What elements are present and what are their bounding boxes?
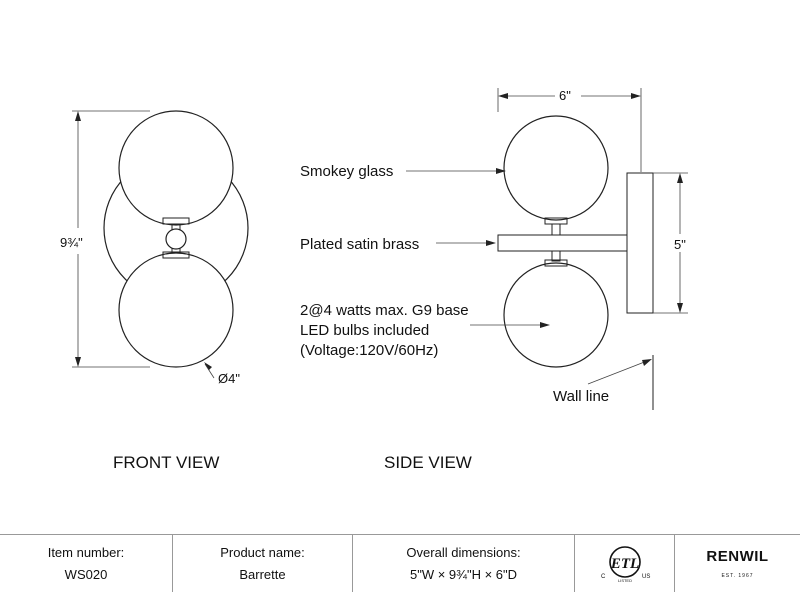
product-name-cell: Product name: Barrette [173,535,353,592]
front-height-label: 9¾" [60,235,83,250]
front-diameter-label: Ø4" [218,371,240,386]
etl-listed-icon: ETL C US LISTED [601,545,650,583]
etl-listed: LISTED [617,578,631,583]
callout-smokey-glass: Smokey glass [300,163,393,180]
product-name-label: Product name: [220,544,305,560]
side-width-arrow-left [498,93,508,99]
etl-mark: ETL [609,556,638,572]
side-top-fitter [544,217,568,225]
spec-drawing: 9¾" Ø4" FRONT VIEW 6" [60,84,692,472]
front-height-arrow-top [75,111,81,121]
brand-cell: RENWIL EST. 1967 [675,535,800,592]
side-backplate [626,172,654,314]
callout-wall-line: Wall line [553,388,609,405]
callout-bulbs-line3: (Voltage:120V/60Hz) [300,342,438,359]
brand-est: EST. 1967 [721,573,754,579]
callout-smokey-glass-arrow [496,168,506,174]
etl-us: US [642,574,650,580]
product-name-value: Barrette [239,567,286,583]
callout-plated-satin-brass-arrow [486,240,496,246]
front-center-knob [165,228,187,250]
front-top-globe [118,110,234,226]
callout-bulbs-arrow [540,322,550,328]
callout-bulbs-line2: LED bulbs included [300,322,429,339]
side-height-label: 5" [674,237,686,252]
front-bottom-globe [118,252,234,368]
title-block: Item number: WS020 Product name: Barrett… [0,534,800,592]
side-view-caption: SIDE VIEW [384,453,472,472]
item-number-cell: Item number: WS020 [0,535,173,592]
side-top-stem [551,223,561,236]
side-width-label: 6" [559,88,571,103]
side-bottom-fitter [544,259,568,267]
item-number-label: Item number: [47,544,125,560]
overall-dimensions-value: 5"W × 9¾"H × 6"D [409,567,518,583]
side-arm [497,234,628,252]
side-bottom-stem [551,250,561,262]
callout-wall-line-arrow [642,359,652,366]
side-view: 6" 5" Smokey glass Plated satin brass 2@… [300,84,692,472]
side-width-arrow-right [631,93,641,99]
front-diameter-leader [204,363,215,379]
side-top-globe [503,115,609,221]
callout-bulbs-line1: 2@4 watts max. G9 base [300,302,469,319]
brand-logo: RENWIL [706,548,769,565]
front-view-caption: FRONT VIEW [113,453,219,472]
certification-cell: ETL C US LISTED [575,535,675,592]
side-height-arrow-top [677,173,683,183]
side-height-arrow-bottom [677,303,683,313]
front-view: 9¾" Ø4" FRONT VIEW [60,110,249,472]
overall-dimensions-cell: Overall dimensions: 5"W × 9¾"H × 6"D [353,535,575,592]
overall-dimensions-label: Overall dimensions: [406,544,521,560]
side-bottom-globe [503,262,609,368]
front-diameter-arrow [204,362,212,370]
callout-plated-satin-brass: Plated satin brass [300,236,419,253]
etl-c: C [601,574,606,580]
front-height-arrow-bottom [75,357,81,367]
item-number-value: WS020 [64,567,108,583]
callout-wall-line-leader [587,360,648,385]
